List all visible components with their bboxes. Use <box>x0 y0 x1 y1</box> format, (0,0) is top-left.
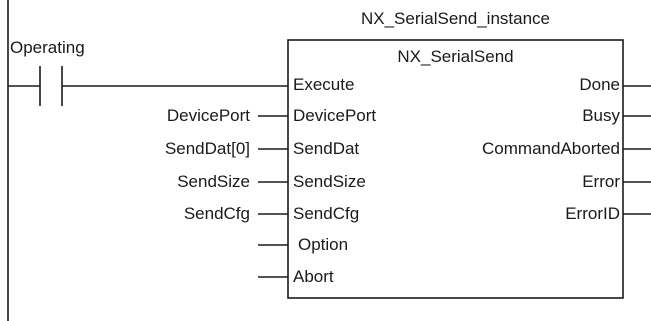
pin-out-commandaborted: CommandAborted <box>482 139 620 158</box>
pin-in-option: Option <box>298 235 349 254</box>
pin-out-errorid: ErrorID <box>565 204 620 223</box>
var-deviceport: DevicePort <box>166 106 250 125</box>
pin-out-error: Error <box>582 172 620 191</box>
var-sendsize: SendSize <box>177 172 250 191</box>
var-sendcfg: SendCfg <box>183 204 250 223</box>
pin-in-abort: Abort <box>293 267 334 286</box>
pin-in-execute: Execute <box>293 75 355 94</box>
block-type-name: NX_SerialSend <box>397 47 514 66</box>
pin-in-sendcfg: SendCfg <box>293 204 360 223</box>
var-senddat: SendDat[0] <box>164 139 250 158</box>
pin-out-busy: Busy <box>582 106 620 125</box>
instance-name: NX_SerialSend_instance <box>360 9 550 28</box>
pin-in-sendsize: SendSize <box>293 172 366 191</box>
contact-label-operating: Operating <box>10 38 85 57</box>
pin-out-done: Done <box>579 75 620 94</box>
function-block-box <box>287 39 624 299</box>
pin-in-deviceport: DevicePort <box>293 106 377 125</box>
pin-in-senddat: SendDat <box>293 139 360 158</box>
